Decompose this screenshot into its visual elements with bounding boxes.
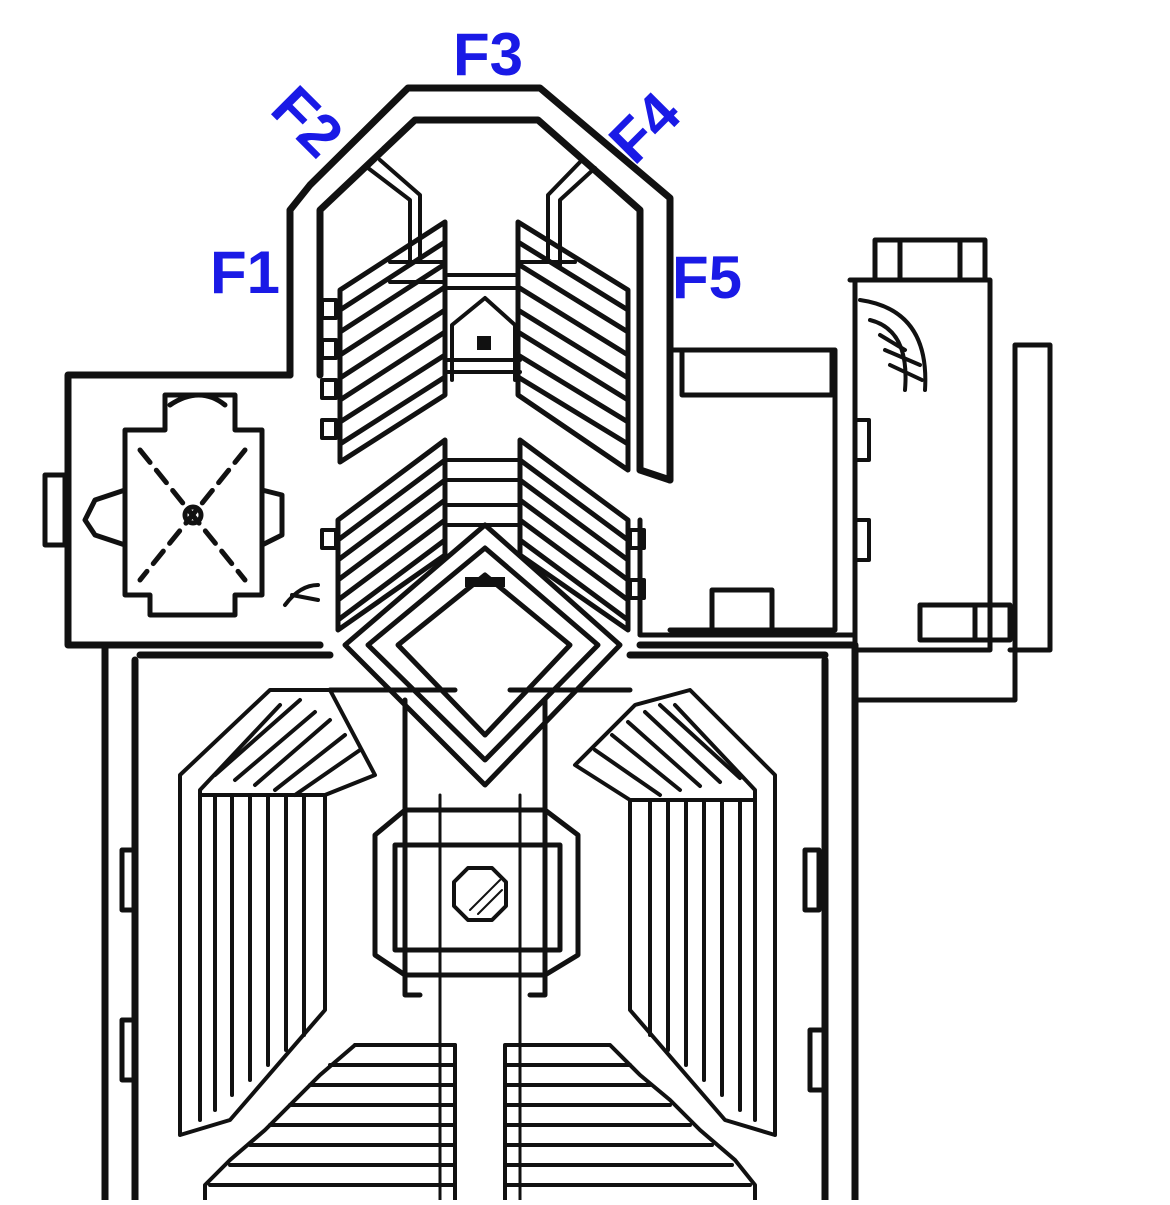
facade-label-f3: F3 <box>453 21 524 88</box>
entrance-stairs-right <box>505 1045 755 1200</box>
entrance-stairs-left <box>205 1045 455 1200</box>
facade-label-f1: F1 <box>210 239 281 306</box>
altar-mark <box>477 336 491 350</box>
apse-inner-wall <box>320 120 640 470</box>
crossing-mark <box>465 577 505 587</box>
apse-altar <box>445 275 520 380</box>
nave-pilasters <box>122 850 824 1090</box>
crossing-diamond <box>345 525 620 785</box>
small-stair-left <box>285 585 318 605</box>
apse-outer-wall <box>290 88 670 375</box>
spiral-stair <box>860 300 925 390</box>
apse-right-wall-end <box>640 470 670 480</box>
central-enclosure <box>330 690 630 1200</box>
middle-stalls-left <box>338 440 445 630</box>
facade-label-f5: F5 <box>672 244 743 311</box>
middle-stalls-right <box>520 440 628 630</box>
baptismal-font <box>454 868 506 920</box>
center-aisle-steps <box>448 460 518 525</box>
baptistery <box>45 395 282 615</box>
upper-stalls-left <box>340 222 445 462</box>
upper-stalls-right <box>518 222 628 470</box>
nave-stalls-left <box>180 690 375 1135</box>
wall-details <box>322 300 869 598</box>
nave-stalls-right <box>575 690 775 1135</box>
nave-walls <box>105 645 855 1200</box>
